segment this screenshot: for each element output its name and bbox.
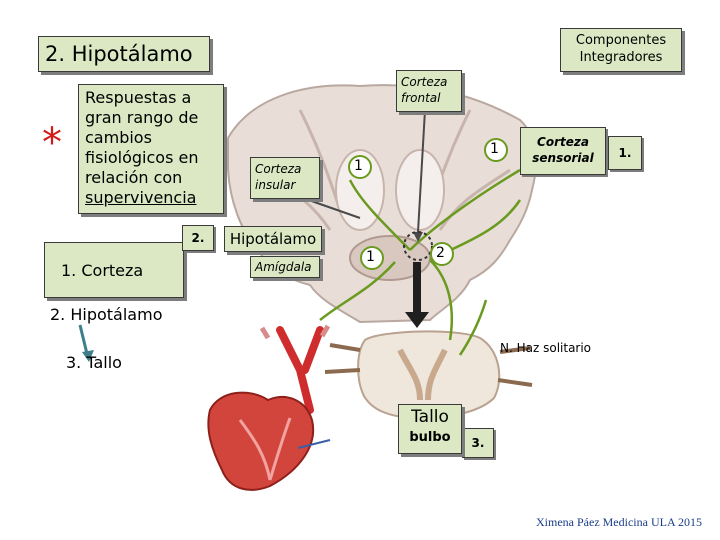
components-label: Componentes Integradores (560, 28, 682, 72)
hierarchy-corteza: 1. Corteza (44, 242, 184, 298)
corteza-frontal-label: Corteza frontal (396, 70, 462, 112)
page-title: 2. Hipotálamo (38, 36, 210, 72)
circle-1-left: 1 (354, 158, 363, 174)
response-line-underlined: supervivencia (85, 188, 217, 208)
response-line: relación con (85, 168, 183, 187)
underlined-term: supervivencia (85, 188, 197, 207)
tallo-bulbo-label: Tallo bulbo (398, 404, 462, 454)
tallo-text: Tallo (411, 407, 449, 427)
heart-illustration (207, 391, 331, 491)
number-2-box: 2. (182, 225, 214, 251)
response-line: cambios (85, 128, 152, 147)
corteza-insular-label: Corteza insular (250, 157, 320, 199)
response-description: Respuestas a gran rango de cambios fisio… (78, 84, 224, 214)
hipotalamo-label: Hipotálamo (224, 226, 322, 252)
amigdala-label: Amígdala (250, 256, 320, 278)
hypothalamus-dashed-circle (403, 231, 433, 261)
response-line: gran rango de (85, 108, 199, 127)
red-asterisk-icon: * (42, 120, 62, 166)
hypothalamus-brainstem-arrow (405, 262, 429, 328)
credit-text: Ximena Páez Medicina ULA 2015 (536, 515, 702, 529)
number-1-box: 1. (608, 136, 642, 170)
circle-markers (348, 138, 508, 270)
spinal-cord-section (324, 330, 533, 420)
circle-1-lower: 1 (366, 249, 375, 265)
response-line: Respuestas a (85, 88, 192, 107)
response-line: fisiológicos en (85, 148, 199, 167)
haz-solitario-label: N. Haz solitario (500, 341, 592, 355)
bulbo-text: bulbo (409, 430, 451, 445)
number-3-box: 3. (462, 428, 494, 458)
arrow-head (413, 232, 423, 242)
circle-2: 2 (436, 245, 445, 261)
hierarchy-tallo: 3. Tallo (66, 353, 122, 372)
corteza-sensorial-label: Corteza sensorial (520, 127, 606, 175)
circle-1-right: 1 (490, 141, 499, 157)
brain-section (227, 84, 537, 324)
hierarchy-hipotalamo: 2. Hipotálamo (50, 305, 163, 324)
blood-vessels (259, 324, 331, 414)
